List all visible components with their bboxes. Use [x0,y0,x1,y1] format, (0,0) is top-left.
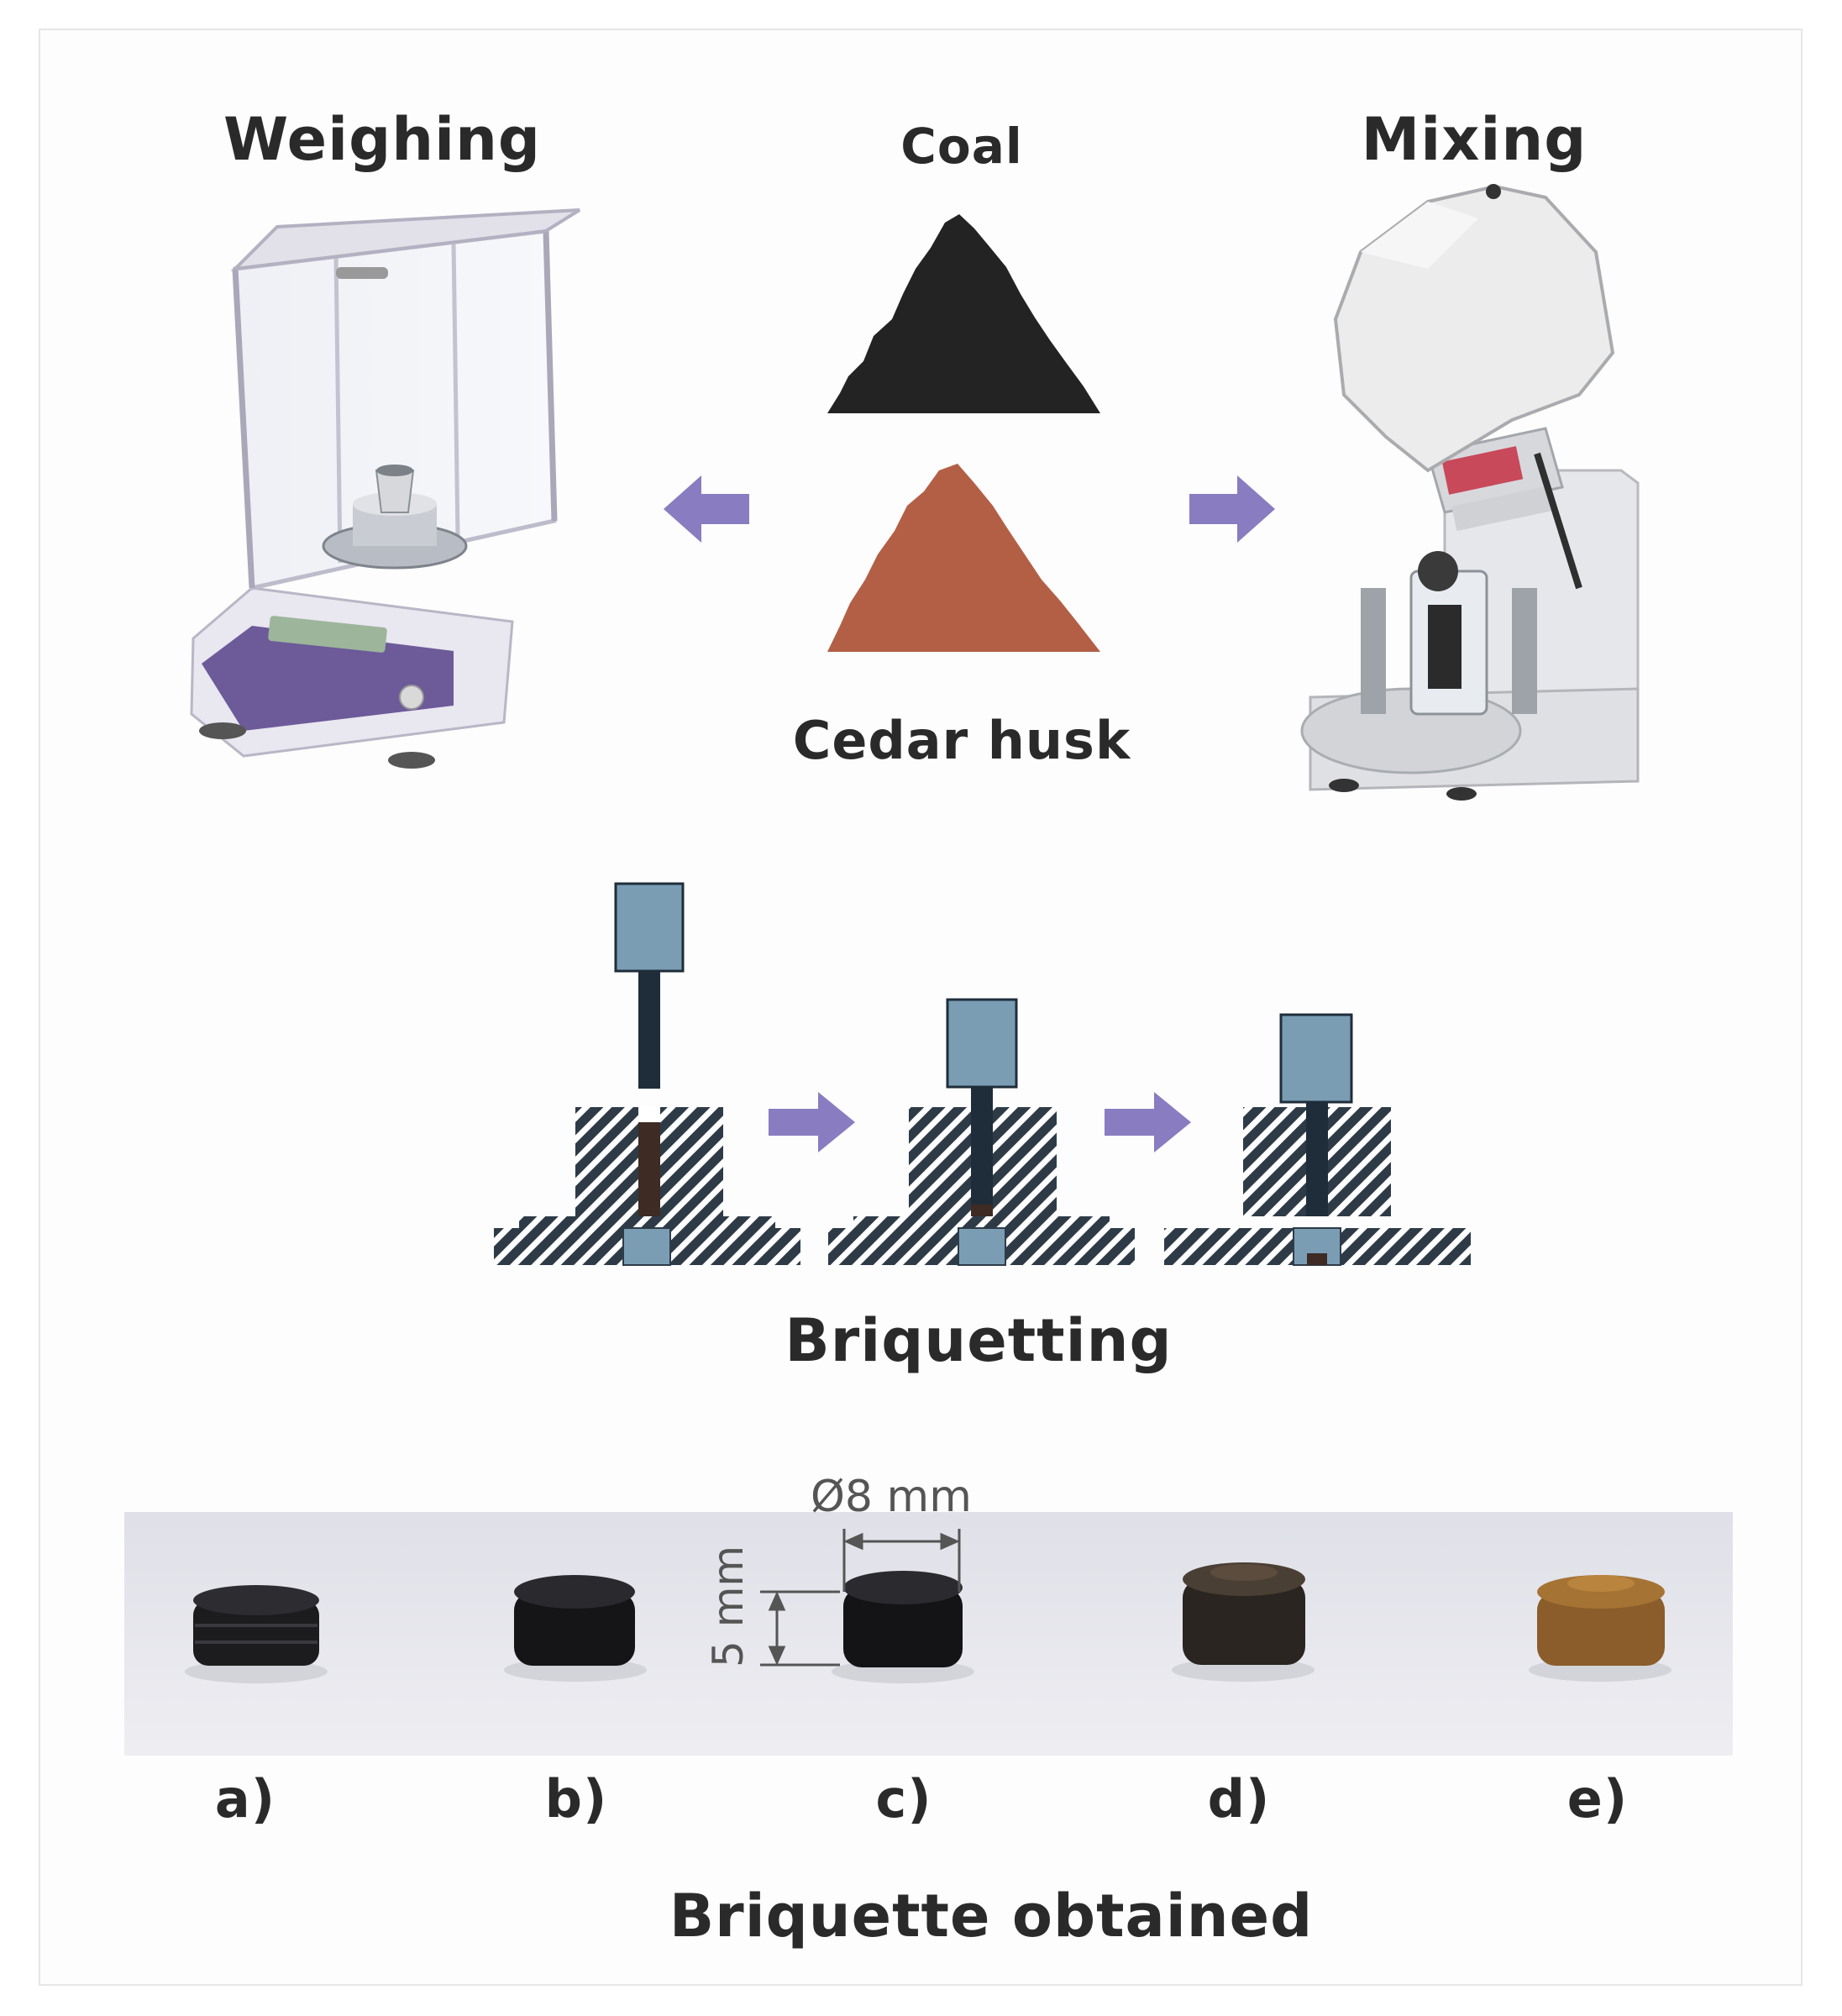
height-label: 5 mm [704,1545,753,1667]
briquette-c [832,1571,974,1683]
sample-label-e: e) [1566,1768,1629,1830]
coal-pile [827,214,1100,413]
mixing-label: Mixing [1361,105,1587,174]
sample-label-d: d) [1207,1768,1271,1830]
briquette-e [1529,1575,1671,1682]
briquetting-step-3 [1164,1013,1471,1266]
cedar-husk-label: Cedar husk [792,710,1131,771]
cedar-pile [827,464,1100,652]
weighing-label: Weighing [223,105,542,174]
sample-label-b: b) [544,1768,608,1830]
coal-label: Coal [900,118,1023,175]
mill-icon [1300,184,1640,801]
briquette-a [185,1585,328,1683]
balance-icon [190,208,581,769]
arrow-right-icon [1105,1092,1191,1152]
diameter-label: Ø8 mm [811,1472,972,1522]
briquette-d [1172,1562,1315,1682]
arrow-left-icon [664,475,749,543]
briquette-b [504,1575,647,1682]
briquetting-step-1 [494,882,800,1266]
briquette-obtained-title: Briquette obtained [669,1882,1314,1950]
arrow-right-icon [1189,475,1275,543]
diameter-dimension [842,1529,961,1592]
briquetting-step-2 [828,998,1135,1266]
briquetting-title: Briquetting [785,1306,1173,1375]
arrow-right-icon [769,1092,855,1152]
sample-label-c: c) [875,1768,932,1830]
sample-label-a: a) [214,1768,276,1830]
height-dimension [760,1590,840,1667]
